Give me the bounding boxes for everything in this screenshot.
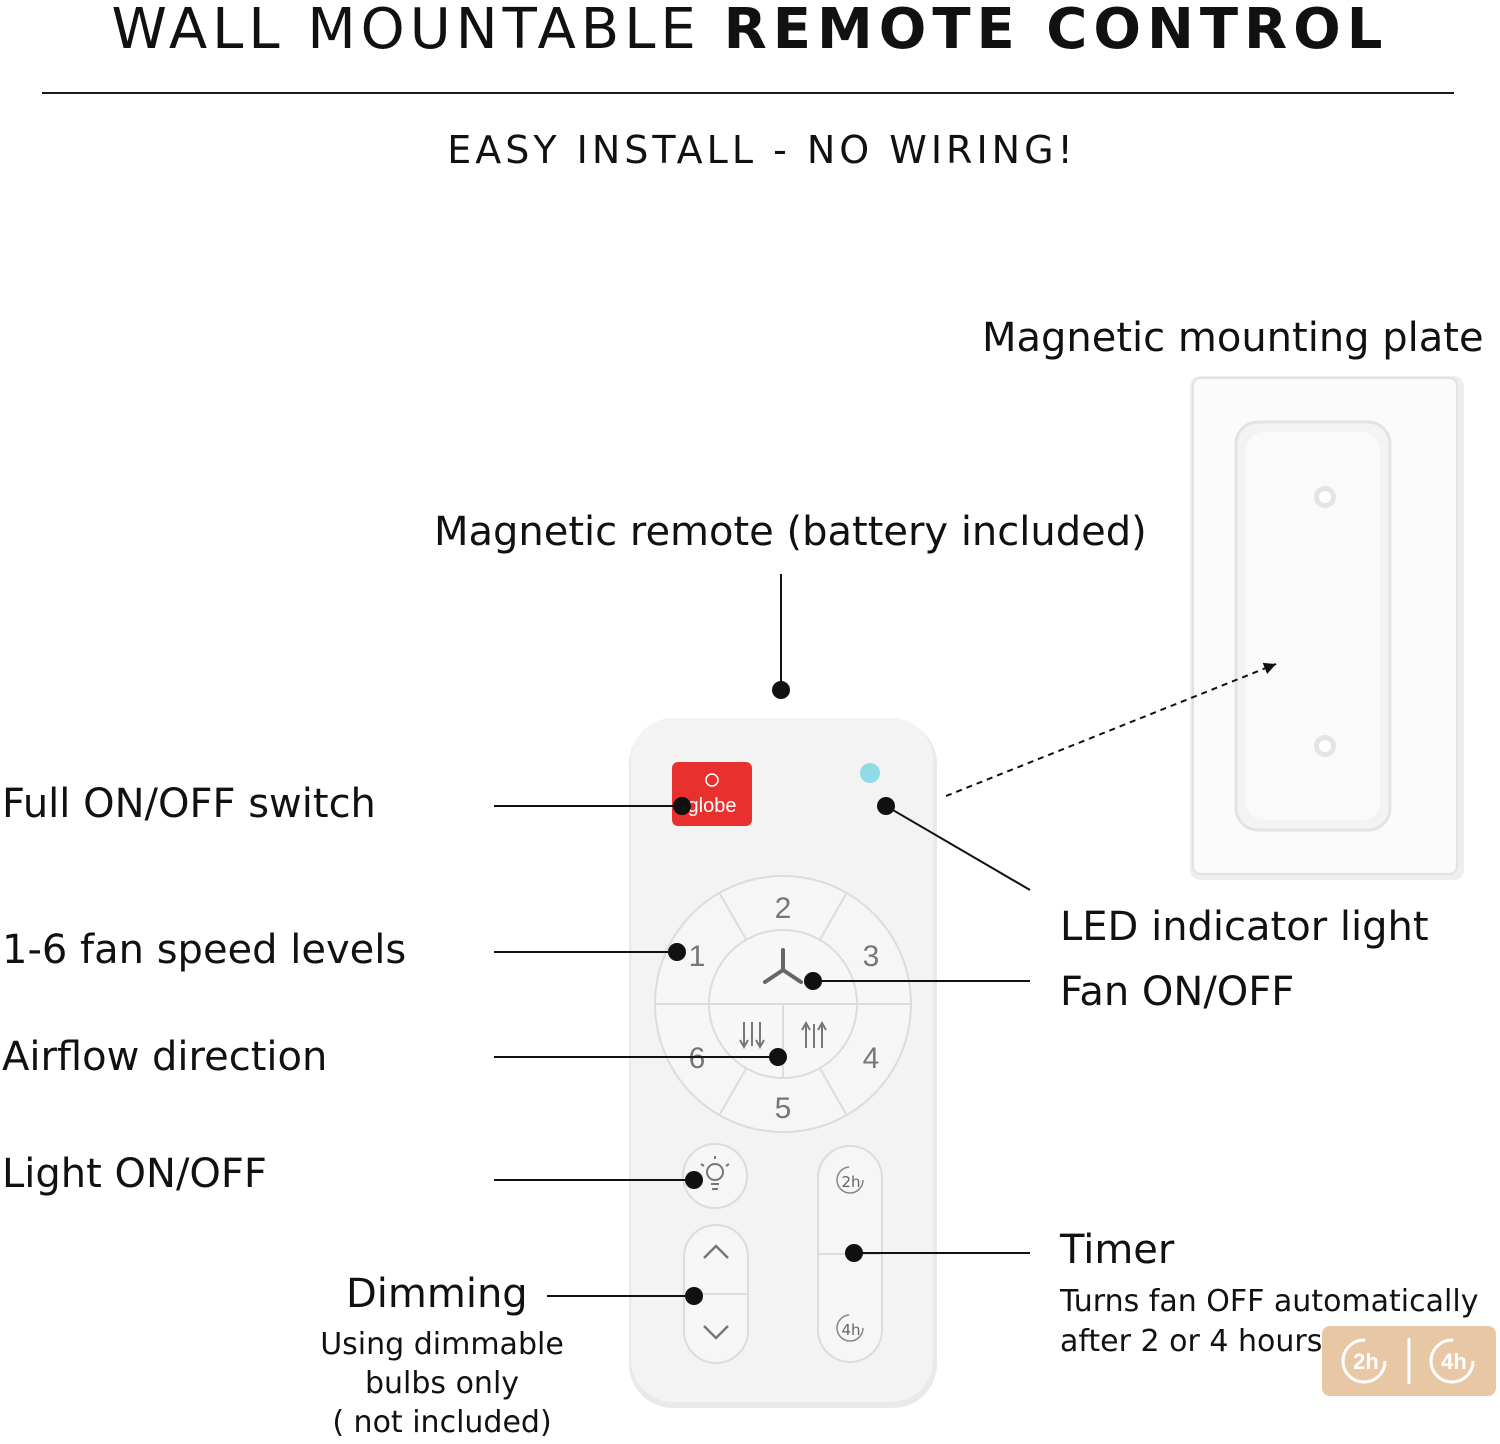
remote-label: Magnetic remote (battery included): [434, 509, 1147, 555]
airflow-up-icon[interactable]: [801, 1020, 827, 1048]
badge-2h: 2h: [1353, 1349, 1379, 1374]
speed-3-button[interactable]: 3: [863, 940, 880, 973]
timer-2h-button[interactable]: 2h: [836, 1166, 864, 1194]
timer-badge: 2h 4h: [1322, 1326, 1496, 1396]
remote-control: globe 1 2 3 4 5 6: [629, 718, 937, 1408]
speed-1-button[interactable]: 1: [689, 940, 706, 973]
timer-label: Timer: [1060, 1227, 1175, 1273]
mounting-plate-label: Magnetic mounting plate: [982, 315, 1484, 361]
dim-down-button[interactable]: [703, 1325, 729, 1340]
power-button[interactable]: [672, 762, 752, 826]
fan-icon[interactable]: [763, 948, 803, 984]
speed-4-button[interactable]: 4: [863, 1042, 880, 1075]
dimming-note-1: Using dimmable: [320, 1327, 564, 1362]
airflow-label: Airflow direction: [2, 1034, 328, 1080]
timer-4h-button[interactable]: 4h: [836, 1314, 864, 1342]
subtitle: EASY INSTALL - NO WIRING!: [447, 128, 1077, 172]
speed-2-button[interactable]: 2: [775, 892, 792, 925]
timer-2h-icon: 2h: [1341, 1338, 1387, 1384]
mounting-plate: [1190, 376, 1464, 880]
title-light: WALL MOUNTABLE: [111, 0, 701, 62]
fan-onoff-label: Fan ON/OFF: [1060, 969, 1295, 1015]
dim-up-button[interactable]: [703, 1244, 729, 1259]
badge-4h: 4h: [1441, 1349, 1467, 1374]
speed-6-button[interactable]: 6: [689, 1042, 706, 1075]
led-indicator: [860, 763, 880, 783]
timer-4h-icon: 4h: [1429, 1338, 1475, 1384]
timer-4h-label: 4h: [841, 1321, 860, 1339]
bulb-logo-icon: [705, 773, 719, 787]
led-label: LED indicator light: [1060, 904, 1429, 950]
timer-2h-label: 2h: [841, 1173, 860, 1191]
callout-dots: [668, 681, 895, 1305]
page-title: WALL MOUNTABLE REMOTE CONTROL: [0, 0, 1500, 60]
callout-lines: [494, 574, 1277, 1297]
light-label: Light ON/OFF: [2, 1151, 267, 1197]
dimming-note-3: ( not included): [332, 1405, 552, 1440]
dimming-note-2: bulbs only: [364, 1366, 520, 1401]
light-bulb-icon: [700, 1156, 730, 1190]
light-button[interactable]: [682, 1143, 748, 1209]
full-switch-label: Full ON/OFF switch: [2, 781, 376, 827]
airflow-down-icon[interactable]: [739, 1022, 765, 1050]
speed-5-button[interactable]: 5: [775, 1092, 792, 1125]
timer-note-1: Turns fan OFF automatically: [1060, 1284, 1479, 1319]
timer-note-2: after 2 or 4 hours: [1060, 1324, 1323, 1359]
fan-speed-label: 1-6 fan speed levels: [2, 927, 407, 973]
divider: [42, 92, 1454, 94]
title-bold: REMOTE CONTROL: [723, 0, 1389, 62]
brand-logo: globe: [688, 795, 737, 817]
dimming-label: Dimming: [346, 1271, 528, 1317]
